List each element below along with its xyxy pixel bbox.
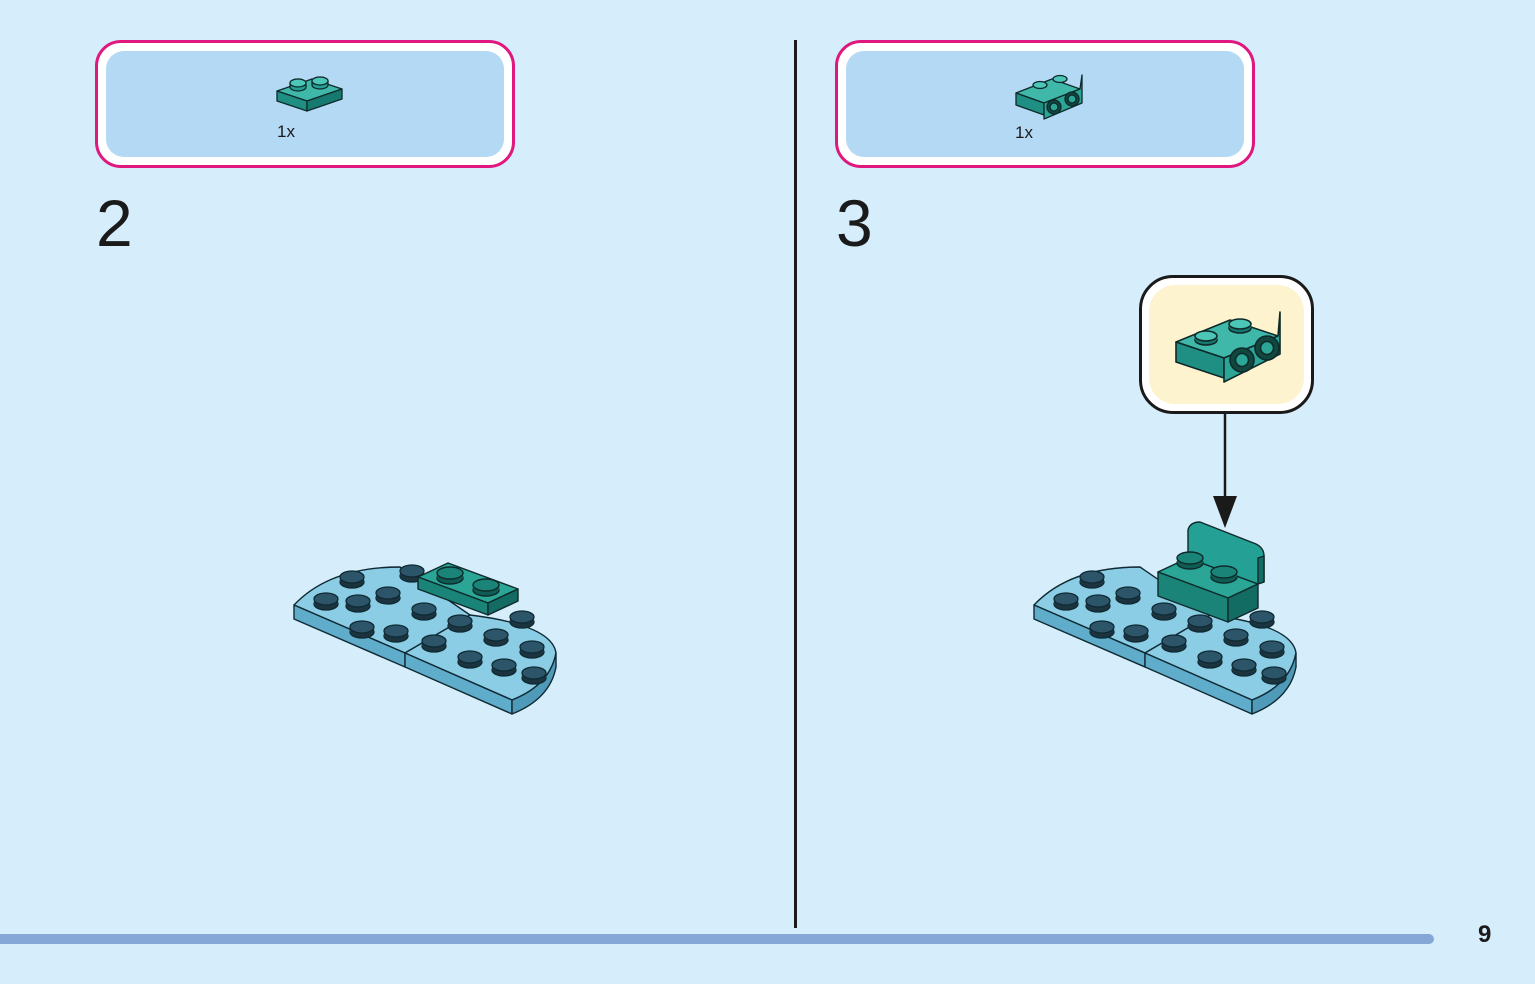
page-progress-bar bbox=[0, 934, 1434, 944]
part-quantity: 1x bbox=[1015, 123, 1033, 142]
page-divider bbox=[794, 40, 797, 928]
part-callout bbox=[1139, 275, 1314, 414]
part-quantity: 1x bbox=[277, 122, 295, 141]
teal-bracket-callout-icon bbox=[1175, 311, 1281, 383]
placement-arrow bbox=[1213, 414, 1237, 528]
step-3-model-illustration bbox=[1033, 521, 1297, 715]
step-number: 3 bbox=[836, 186, 873, 260]
page-number: 9 bbox=[1478, 921, 1492, 948]
parts-list-step-3: 1x bbox=[835, 40, 1255, 168]
step-number: 2 bbox=[96, 186, 133, 260]
teal-bracket-part bbox=[1015, 74, 1083, 120]
parts-list-step-2: 1x bbox=[95, 40, 515, 168]
teal-plate-1x2-part bbox=[276, 76, 343, 112]
step-2-model-illustration bbox=[293, 562, 557, 715]
